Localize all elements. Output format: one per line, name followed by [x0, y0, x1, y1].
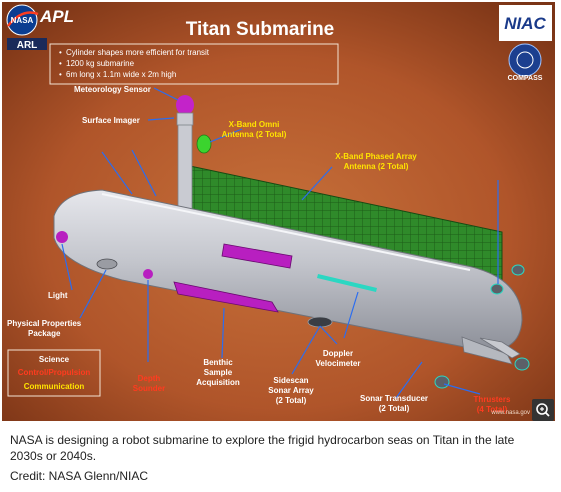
nasa-logo: NASA [6, 4, 39, 36]
label-xband-phased: Antenna (2 Total) [344, 162, 409, 171]
compass-logo-text: COMPASS [508, 75, 543, 82]
spec-list: • Cylinder shapes more efficient for tra… [59, 48, 210, 79]
niac-logo: NIAC [504, 14, 546, 33]
legend-science: Science [39, 355, 70, 364]
spec-item: • [59, 59, 62, 68]
thruster [511, 264, 525, 276]
label-meteorology-sensor: Meteorology Sensor [74, 85, 151, 94]
label-sonar-transducer: (2 Total) [379, 404, 410, 413]
image-caption: NASA is designing a robot submarine to e… [10, 433, 515, 463]
hull-fin [461, 336, 513, 365]
label-xband-omni: X-Band Omni [229, 120, 280, 129]
label-physical-properties: Package [28, 329, 61, 338]
sonar-array-disc [307, 316, 333, 328]
hull-fin-upper [479, 337, 521, 359]
label-benthic: Benthic [203, 358, 233, 367]
arl-logo-box [7, 38, 47, 50]
label-sonar-transducer: Sonar Transducer [360, 394, 428, 403]
label-light: Light [48, 291, 68, 300]
thruster [434, 375, 450, 389]
thruster [514, 357, 530, 371]
label-xband-phased: X-Band Phased Array [335, 152, 417, 161]
label-doppler: Velocimeter [316, 359, 361, 368]
legend-control: Control/Propulsion [18, 368, 91, 377]
compass-logo: COMPASS [508, 43, 543, 82]
diagram-title: Titan Submarine [186, 19, 335, 40]
submarine-diagram: NASA APL ARL NIAC COMPASS Titan Submarin… [2, 2, 555, 421]
depth-sounder [143, 269, 153, 279]
spec-item: • [59, 70, 62, 79]
label-doppler: Doppler [323, 349, 353, 358]
doppler-strip [317, 274, 377, 292]
zoom-button[interactable] [532, 399, 554, 421]
omni-antenna [196, 134, 212, 154]
label-sidescan: (2 Total) [276, 396, 307, 405]
light [56, 231, 68, 243]
spec-item: 1200 kg submarine [66, 59, 135, 68]
label-surface-imager: Surface Imager [82, 116, 140, 125]
legend-communication: Communication [24, 382, 85, 391]
meteorology-sensor-dome [176, 95, 194, 115]
watermark: www.nasa.gov [490, 410, 530, 416]
spec-item: • [59, 48, 62, 57]
label-benthic: Sample [204, 368, 233, 377]
label-thrusters: (4 Total) [477, 405, 508, 414]
label-xband-omni: Antenna (2 Total) [222, 130, 287, 139]
physical-properties-package [96, 258, 118, 270]
niac-logo-box [499, 5, 552, 41]
label-sidescan: Sonar Array [268, 386, 314, 395]
spec-item: Cylinder shapes more efficient for trans… [66, 48, 210, 57]
sidescan-sonar-panel [221, 243, 293, 269]
mast [177, 119, 193, 211]
leader-lines [61, 87, 499, 399]
nasa-logo-text: NASA [11, 16, 34, 25]
zoom-in-icon [536, 403, 550, 417]
legend-box [7, 349, 101, 397]
label-physical-properties: Physical Properties [7, 319, 82, 328]
submarine-hull [53, 189, 523, 351]
label-benthic: Acquisition [196, 378, 240, 387]
label-thrusters: Thrusters [474, 395, 511, 404]
hull-top-highlight [101, 193, 471, 271]
image-credit: Credit: NASA Glenn/NIAC [10, 469, 149, 483]
apl-logo: APL [39, 7, 74, 26]
thruster [490, 283, 504, 295]
label-depth-sounder: Sounder [133, 384, 165, 393]
spec-box [49, 43, 339, 85]
benthic-sample-box [173, 281, 279, 313]
arl-logo: ARL [17, 40, 38, 51]
spec-item: 6m long x 1.1m wide x 2m high [66, 70, 176, 79]
surface-imager [176, 112, 194, 126]
label-sidescan: Sidescan [273, 376, 308, 385]
label-depth-sounder: Depth [138, 374, 161, 383]
